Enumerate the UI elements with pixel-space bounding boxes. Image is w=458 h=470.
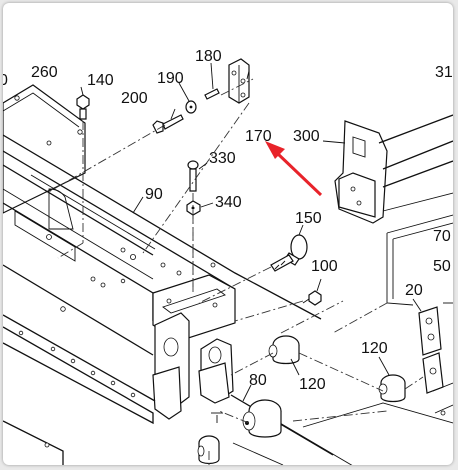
callout-140: 140 <box>87 72 114 89</box>
callout-330: 330 <box>209 150 236 167</box>
callout-80: 80 <box>249 372 267 389</box>
right-frame <box>302 192 453 428</box>
stud-150 <box>270 234 308 272</box>
lower-frame <box>3 314 353 465</box>
bolt-330 <box>187 160 199 192</box>
washer-190 <box>185 100 197 114</box>
roller-120-left <box>268 335 300 365</box>
callout-340: 340 <box>215 194 242 211</box>
callout-0: 0 <box>3 72 8 89</box>
assembly-lines <box>46 78 424 465</box>
callout-50: 50 <box>433 258 451 275</box>
side-bracket-300 <box>334 114 453 224</box>
callout-20: 20 <box>405 282 423 299</box>
roller-80 <box>242 399 282 438</box>
bolt-100 <box>302 290 322 306</box>
nut-340 <box>186 200 201 216</box>
diagram-frame: 0 260 140 190 180 200 170 300 31 330 90 … <box>3 3 453 465</box>
callout-190: 190 <box>157 70 184 87</box>
cover-plate-260 <box>3 84 86 240</box>
bolt-140 <box>76 94 90 120</box>
callout-120-left: 120 <box>299 376 326 393</box>
callout-120-right: 120 <box>361 340 388 357</box>
callout-31: 31 <box>435 64 453 81</box>
bolt-200 <box>152 114 184 134</box>
red-arrow <box>265 141 323 197</box>
callout-260: 260 <box>31 64 58 81</box>
callout-100: 100 <box>311 258 338 275</box>
block-180 <box>228 58 250 104</box>
callout-90: 90 <box>145 186 163 203</box>
callout-300: 300 <box>293 128 320 145</box>
roller-120-right <box>378 374 406 403</box>
callout-170: 170 <box>245 128 272 145</box>
callout-200: 200 <box>121 90 148 107</box>
callout-150: 150 <box>295 210 322 227</box>
pin-180 <box>204 88 220 100</box>
small-roller <box>197 435 220 465</box>
bracket-assembly <box>152 274 236 423</box>
callout-180: 180 <box>195 48 222 65</box>
callout-70: 70 <box>433 228 451 245</box>
exploded-parts-diagram: 0 260 140 190 180 200 170 300 31 330 90 … <box>3 48 453 465</box>
main-frame-90 <box>3 134 322 356</box>
leader-lines <box>80 62 422 402</box>
